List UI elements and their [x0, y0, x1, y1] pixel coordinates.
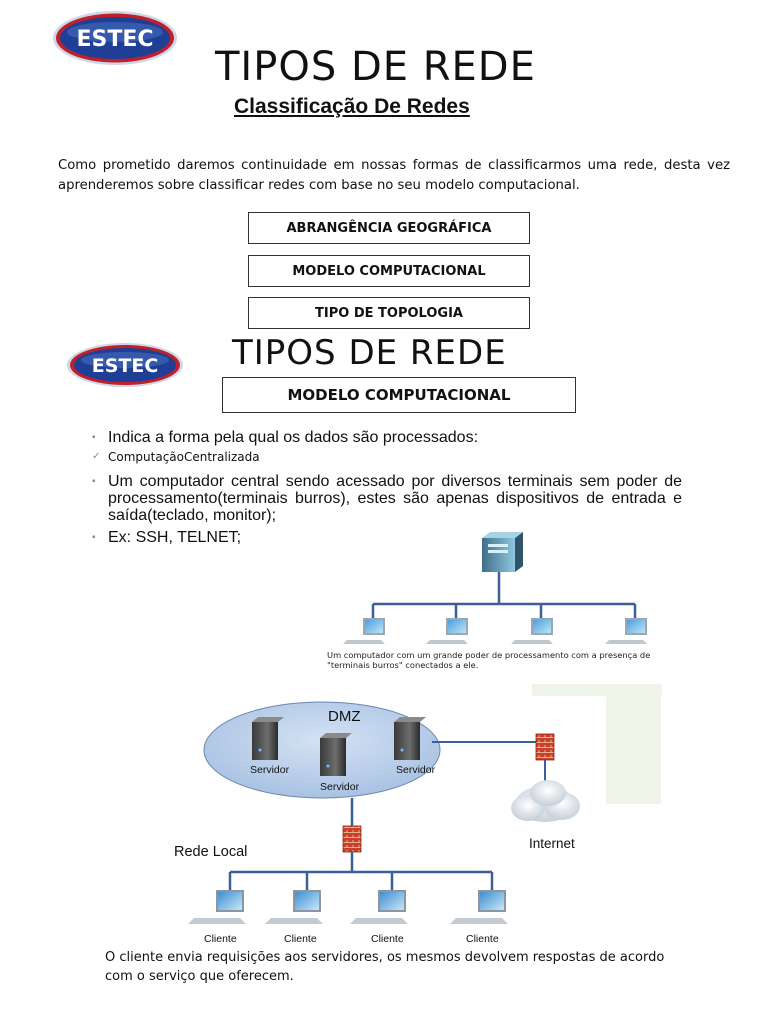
terminal-icon [426, 618, 468, 644]
bullet-text: Ex: SSH, TELNET; [108, 529, 241, 546]
estec-logo: ESTEC [52, 10, 178, 66]
logo-text: ESTEC [92, 355, 159, 377]
internet-label: Internet [529, 836, 575, 851]
client-computer-icon [450, 890, 508, 924]
estec-logo-graphic: ESTEC [66, 342, 184, 388]
page-title: TIPOS DE REDE [215, 44, 536, 90]
server-label: Servidor [396, 764, 436, 776]
client-computer-icon [188, 890, 246, 924]
client-label: Cliente [284, 933, 317, 945]
terminal-icon [511, 618, 553, 644]
client-computer-icon [350, 890, 408, 924]
estec-logo-2: ESTEC [66, 342, 184, 388]
lan-label: Rede Local [174, 844, 247, 860]
client-server-diagram: DMZ Servidor Servidor Servidor Internet … [170, 700, 600, 948]
firewall-icon [536, 734, 554, 760]
terminal-icon [343, 618, 385, 644]
logo-text: ESTEC [76, 27, 153, 52]
centralized-diagram [325, 528, 677, 648]
bullet-text: ComputaçãoCentralizada [108, 450, 260, 464]
checkmark-icon: ✓ [92, 449, 100, 465]
category-label: MODELO COMPUTACIONAL [292, 264, 485, 279]
central-server-icon [482, 532, 523, 572]
server-label: Servidor [250, 764, 290, 776]
bullet-item: ▪ Um computador central sendo acessado p… [92, 473, 682, 524]
category-box-modelo: MODELO COMPUTACIONAL [248, 255, 530, 287]
box-label: MODELO COMPUTACIONAL [288, 386, 511, 404]
category-label: TIPO DE TOPOLOGIA [315, 306, 463, 321]
bullet-text: Um computador central sendo acessado por… [108, 473, 682, 524]
category-label: ABRANGÊNCIA GEOGRÁFICA [287, 221, 492, 236]
bullet-square-icon: ▪ [92, 428, 96, 448]
bullet-square-icon: ▪ [92, 473, 96, 490]
client-label: Cliente [371, 933, 404, 945]
client-computer-icon [265, 890, 323, 924]
estec-logo-graphic: ESTEC [52, 10, 178, 66]
page-subtitle: Classificação De Redes [234, 95, 470, 119]
bullet-square-icon: ▪ [92, 529, 96, 547]
bottom-paragraph: O cliente envia requisições aos servidor… [105, 948, 675, 986]
section-title: TIPOS DE REDE [232, 333, 507, 373]
server-label: Servidor [320, 781, 360, 793]
client-label: Cliente [204, 933, 237, 945]
dmz-label: DMZ [328, 708, 361, 725]
bullet-text: Indica a forma pela qual os dados são pr… [108, 429, 478, 446]
internet-cloud-icon [511, 780, 580, 822]
decorative-block [606, 684, 661, 804]
category-box-abrangencia: ABRANGÊNCIA GEOGRÁFICA [248, 212, 530, 244]
diagram-caption: Um computador com um grande poder de pro… [327, 650, 677, 670]
bullet-item: ✓ ComputaçãoCentralizada [92, 449, 682, 465]
firewall-icon [343, 826, 361, 852]
client-label: Cliente [466, 933, 499, 945]
terminal-icon [605, 618, 647, 644]
intro-paragraph: Como prometido daremos continuidade em n… [58, 156, 730, 196]
modelo-computacional-box: MODELO COMPUTACIONAL [222, 377, 576, 413]
category-box-topologia: TIPO DE TOPOLOGIA [248, 297, 530, 329]
bullet-item: ▪ Indica a forma pela qual os dados são p… [92, 428, 682, 448]
